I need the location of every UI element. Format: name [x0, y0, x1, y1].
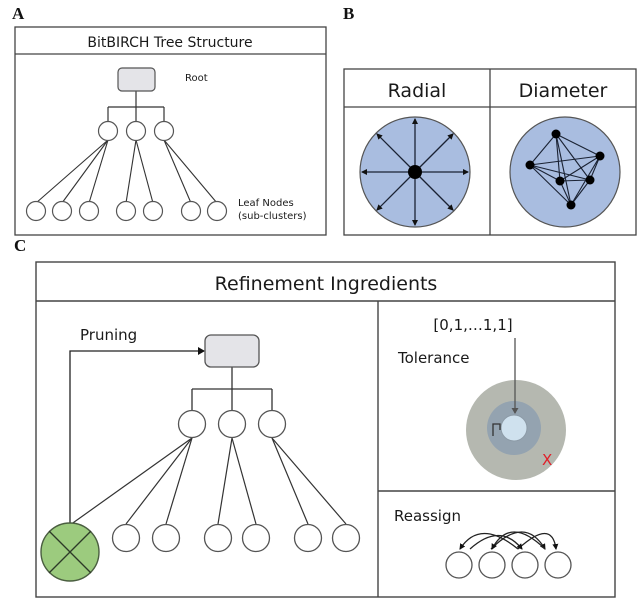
cluster-point [585, 175, 595, 185]
leaf-label-line2: (sub-clusters) [238, 211, 307, 222]
leaf-node [115, 200, 137, 222]
cluster-point [525, 160, 535, 170]
diameter-title: Diameter [519, 80, 608, 102]
reassign-label: Reassign [394, 507, 461, 525]
internal-node [257, 409, 287, 439]
cluster-point [555, 176, 565, 186]
tree-a [25, 67, 228, 222]
leaf-node [151, 523, 181, 553]
leaf-node [203, 523, 233, 553]
internal-node [177, 409, 207, 439]
reject-mark: X [542, 451, 552, 469]
panel-c-label: C [14, 236, 27, 255]
bracket-mark [492, 423, 501, 436]
pruning-arrow [69, 347, 205, 525]
panel-a-label: A [12, 4, 25, 23]
tolerance-inner-circle [500, 414, 528, 442]
leaf-node [241, 523, 271, 553]
pruned-leaf-node [40, 522, 100, 582]
internal-node [97, 120, 119, 142]
internal-node [125, 120, 147, 142]
leaf-label-line1: Leaf Nodes [238, 198, 294, 209]
leaf-node [142, 200, 164, 222]
diameter-cluster-circle [509, 116, 621, 228]
panel-b: Radial Diameter [343, 68, 637, 236]
pruning-label: Pruning [80, 326, 137, 344]
tolerance-diagram: X [466, 338, 566, 480]
panel-a-title: BitBIRCH Tree Structure [87, 35, 252, 51]
leaf-node [331, 523, 361, 553]
leaf-node [51, 200, 73, 222]
panel-a: BitBIRCH Tree Structure [14, 26, 327, 236]
leaf-node [78, 200, 100, 222]
panel-c: Refinement Ingredients Pruning [35, 261, 616, 598]
root-node [204, 334, 260, 368]
cluster-point [551, 129, 561, 139]
internal-node [217, 409, 247, 439]
root-node [117, 67, 156, 92]
reassign-node [445, 551, 473, 579]
pruning-tree [40, 334, 361, 582]
leaf-node [206, 200, 228, 222]
reassign-node [511, 551, 539, 579]
tolerance-label: Tolerance [397, 349, 470, 367]
centroid-point [408, 165, 422, 179]
leaf-node [180, 200, 202, 222]
diameter-diagram [509, 116, 621, 228]
reassign-node [478, 551, 506, 579]
cluster-point [595, 151, 605, 161]
internal-node [153, 120, 175, 142]
radial-diagram [359, 116, 471, 228]
reassign-node [544, 551, 572, 579]
leaf-node [25, 200, 47, 222]
cluster-point [566, 200, 576, 210]
leaf-node [293, 523, 323, 553]
root-label: Root [185, 73, 208, 84]
bit-vector-label: [0,1,…1,1] [433, 316, 512, 334]
panel-c-title: Refinement Ingredients [215, 273, 438, 295]
radial-title: Radial [388, 80, 447, 102]
reassign-diagram [445, 531, 572, 579]
leaf-node [111, 523, 141, 553]
panel-b-label: B [343, 4, 355, 23]
